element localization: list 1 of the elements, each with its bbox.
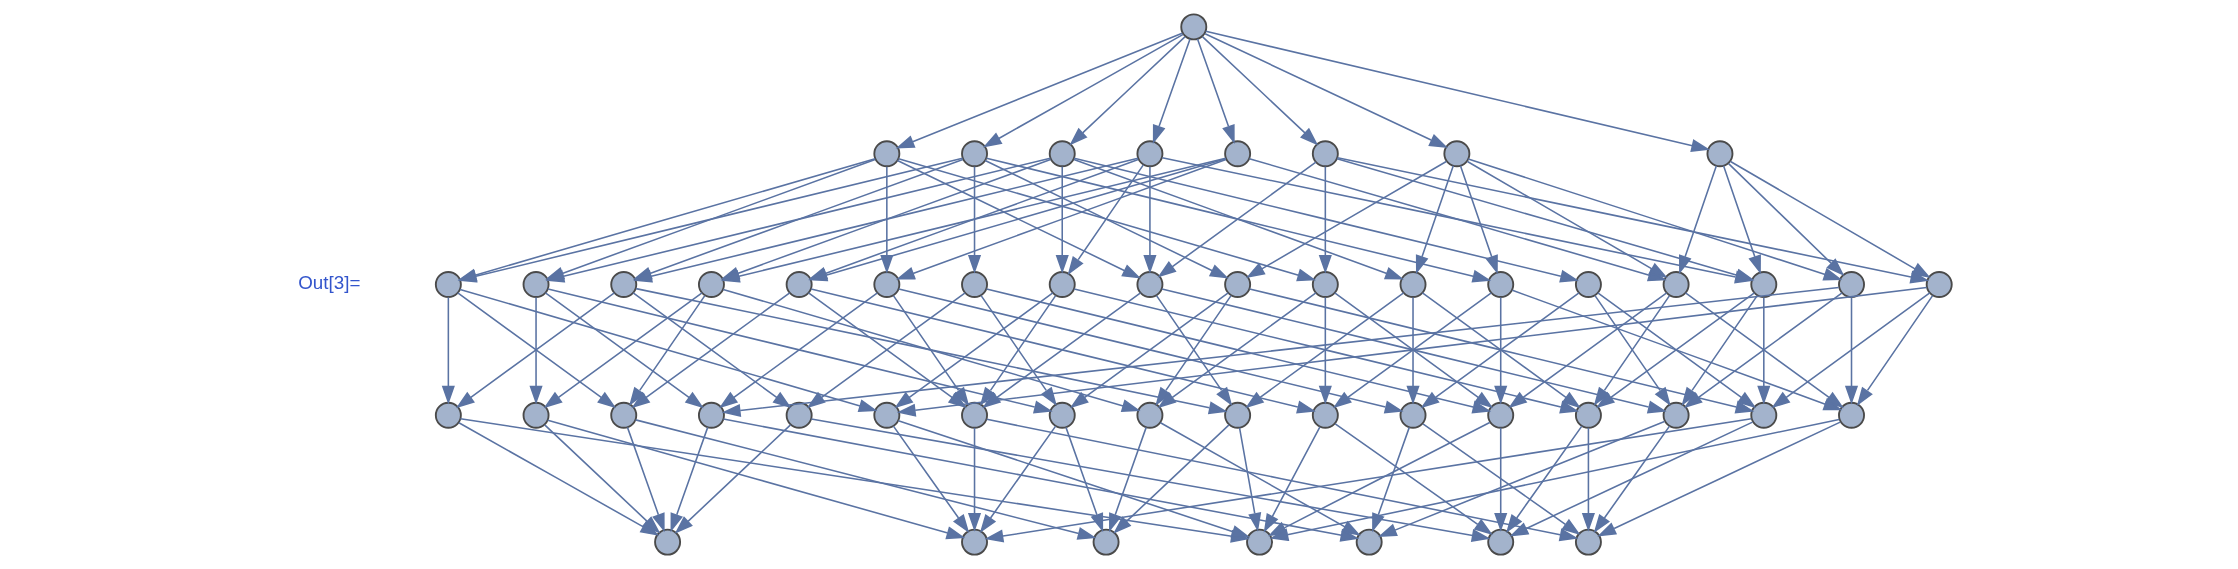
label: Out[3]= bbox=[298, 272, 361, 294]
